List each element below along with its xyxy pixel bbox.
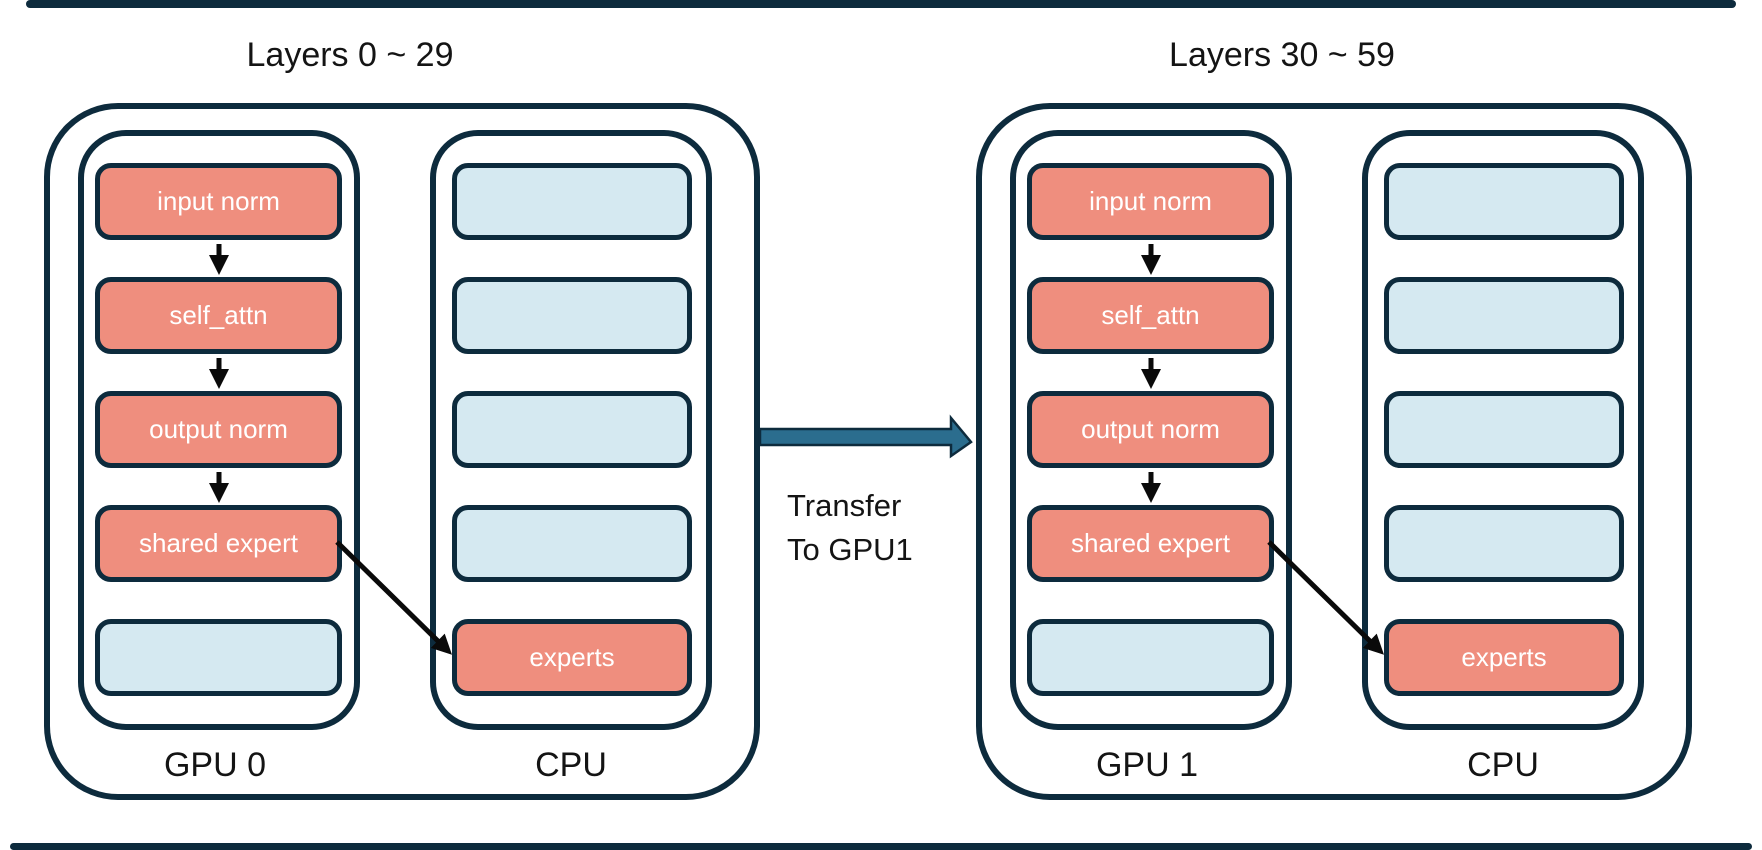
right-node-container <box>976 103 1692 800</box>
transfer-label-line2: To GPU1 <box>787 532 913 567</box>
cpu-left-experts-box: experts <box>452 619 692 696</box>
gpu1-input-norm-box: input norm <box>1027 163 1274 240</box>
gpu1-empty-slot-box <box>1027 619 1274 696</box>
gpu0-to-cpu-experts-arrow <box>335 540 452 655</box>
cpu-right-container <box>1362 130 1644 730</box>
gpu1-label: GPU 1 <box>1095 746 1199 784</box>
cpu-right-empty-slot-box <box>1384 163 1624 240</box>
gpu1-to-cpu-experts-arrow <box>1267 540 1384 655</box>
cpu-right-empty-slot-box <box>1384 277 1624 354</box>
cpu-left-empty-slot-box <box>452 391 692 468</box>
top-border-bar <box>26 0 1736 8</box>
cpu-right-empty-slot-box <box>1384 505 1624 582</box>
gpu0-empty-slot-box <box>95 619 342 696</box>
gpu0-container <box>78 130 360 730</box>
left-node-container <box>44 103 760 800</box>
transfer-label-line1: Transfer <box>787 488 902 523</box>
right-group-title: Layers 30 ~ 59 <box>1169 36 1395 74</box>
left-group-title: Layers 0 ~ 29 <box>246 36 454 74</box>
gpu1-self-attn-box: self_attn <box>1027 277 1274 354</box>
gpu0-self-attn-box: self_attn <box>95 277 342 354</box>
cpu-right-experts-box: experts <box>1384 619 1624 696</box>
gpu0-shared-expert-box: shared expert <box>95 505 342 582</box>
gpu0-input-norm-box: input norm <box>95 163 342 240</box>
gpu1-output-norm-box: output norm <box>1027 391 1274 468</box>
cpu-left-label: CPU <box>535 746 607 784</box>
cpu-left-empty-slot-box <box>452 277 692 354</box>
bottom-border-bar <box>10 843 1752 850</box>
gpu0-label: GPU 0 <box>163 746 267 784</box>
transfer-label: Transfer To GPU1 <box>787 484 913 572</box>
transfer-to-gpu1-arrow <box>758 414 973 459</box>
gpu1-container <box>1010 130 1292 730</box>
cpu-left-empty-slot-box <box>452 505 692 582</box>
cpu-right-label: CPU <box>1467 746 1539 784</box>
cpu-left-container <box>430 130 712 730</box>
cpu-right-empty-slot-box <box>1384 391 1624 468</box>
cpu-left-empty-slot-box <box>452 163 692 240</box>
gpu0-output-norm-box: output norm <box>95 391 342 468</box>
